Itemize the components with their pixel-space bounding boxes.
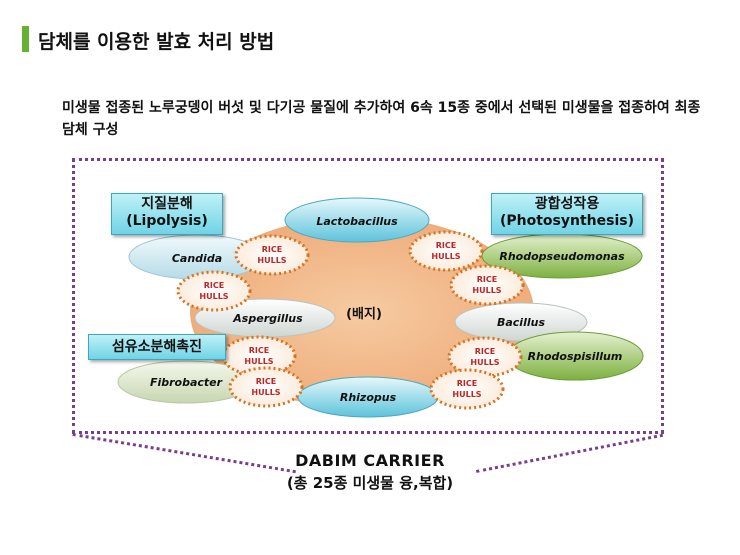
rice-hulls-5: RICE HULLS	[408, 230, 484, 272]
svg-text:RICE: RICE	[204, 281, 224, 290]
page-title: 담체를 이용한 발효 처리 방법	[38, 31, 275, 53]
carrier-frame	[72, 158, 664, 434]
svg-text:RICE: RICE	[436, 241, 456, 250]
microbe-rhizopus: Rhizopus	[297, 376, 439, 418]
label-photosynthesis-en: (Photosynthesis)	[500, 213, 634, 229]
svg-text:HULLS: HULLS	[472, 286, 501, 295]
rice-hulls-1: RICE HULLS	[234, 234, 310, 276]
svg-text:HULLS: HULLS	[470, 358, 499, 367]
description-text: 미생물 접종된 노루궁뎅이 버섯 및 다기공 물질에 추가하여 6속 15종 중…	[62, 100, 701, 138]
microbe-rhodopseudomonas: Rhodopseudomonas	[481, 233, 643, 279]
svg-text:Candida: Candida	[172, 252, 222, 265]
svg-text:Rhodopseudomonas: Rhodopseudomonas	[499, 250, 625, 263]
svg-text:HULLS: HULLS	[199, 292, 228, 301]
title-accent-bar	[22, 26, 29, 52]
rice-hulls-6: RICE HULLS	[449, 264, 525, 306]
rice-hulls-7: RICE HULLS	[447, 336, 523, 378]
svg-text:Rhizopus: Rhizopus	[340, 391, 397, 404]
svg-text:RICE: RICE	[256, 377, 276, 386]
svg-text:HULLS: HULLS	[431, 252, 460, 261]
svg-text:HULLS: HULLS	[452, 390, 481, 399]
label-lipolysis-ko: 지질분해	[141, 196, 193, 212]
svg-text:Bacillus: Bacillus	[497, 316, 545, 329]
microbe-rhodospisillum: Rhodospisillum	[506, 331, 644, 381]
center-label: (배지)	[346, 306, 382, 322]
carrier-name: DABIM CARRIER	[295, 451, 445, 470]
svg-text:HULLS: HULLS	[244, 357, 273, 366]
svg-text:Fibrobacter: Fibrobacter	[150, 376, 223, 389]
label-cellulose: 섬유소분해촉진	[88, 334, 226, 360]
rice-hulls-8: RICE HULLS	[429, 368, 505, 410]
svg-text:Lactobacillus: Lactobacillus	[316, 215, 398, 228]
svg-text:HULLS: HULLS	[251, 388, 280, 397]
svg-text:RICE: RICE	[262, 245, 282, 254]
svg-text:Rhodospisillum: Rhodospisillum	[528, 350, 623, 363]
rice-hulls-2: RICE HULLS	[176, 270, 252, 312]
svg-text:RICE: RICE	[457, 379, 477, 388]
microbe-aspergillus: Aspergillus	[194, 298, 336, 338]
label-lipolysis: 지질분해 (Lipolysis)	[111, 193, 223, 235]
svg-text:RICE: RICE	[249, 346, 269, 355]
svg-text:Aspergillus: Aspergillus	[232, 312, 303, 325]
svg-text:HULLS: HULLS	[257, 256, 286, 265]
microbe-lactobacillus: Lactobacillus	[284, 197, 430, 243]
carrier-detail: (총 25종 미생물 융,복합)	[286, 474, 454, 492]
rice-hulls-4: RICE HULLS	[228, 366, 304, 408]
svg-text:RICE: RICE	[475, 347, 495, 356]
label-cellulose-text: 섬유소분해촉진	[111, 339, 203, 355]
rice-hulls-3: RICE HULLS	[221, 335, 297, 377]
label-photosynthesis-ko: 광합성작용	[534, 196, 600, 212]
svg-text:RICE: RICE	[477, 275, 497, 284]
label-lipolysis-en: (Lipolysis)	[126, 213, 208, 229]
label-photosynthesis: 광합성작용 (Photosynthesis)	[491, 193, 643, 235]
